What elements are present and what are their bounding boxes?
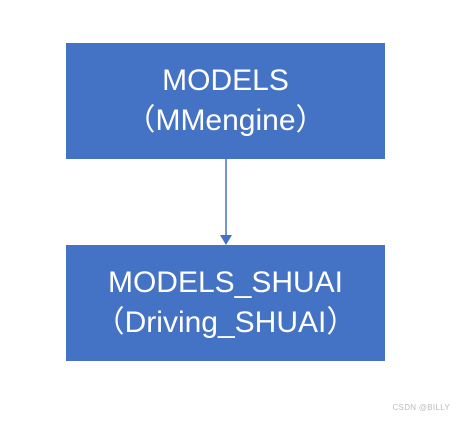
node-bottom-title: MODELS_SHUAI bbox=[107, 266, 344, 299]
node-models-mmengine: MODELS （MMengine） bbox=[66, 43, 385, 159]
node-top-title: MODELS bbox=[162, 64, 289, 97]
node-bottom-subtitle: （Driving_SHUAI） bbox=[94, 306, 357, 339]
node-top-subtitle: （MMengine） bbox=[125, 104, 326, 137]
watermark: CSDN @BILLY bbox=[392, 403, 450, 412]
arrowhead-icon bbox=[220, 235, 232, 245]
node-models-shuai: MODELS_SHUAI （Driving_SHUAI） bbox=[66, 245, 385, 361]
